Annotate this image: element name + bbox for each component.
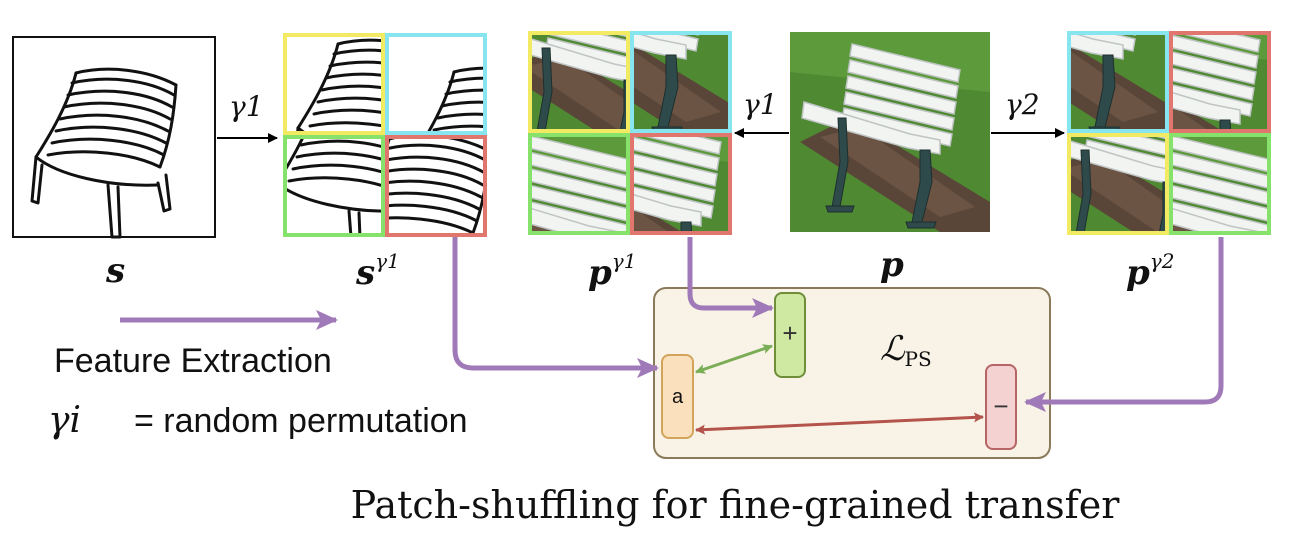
- shuffled-photo-1-tile-yellow: [528, 31, 630, 133]
- shuffled-photo-1-tile-red: [630, 133, 732, 235]
- shuffled-photo-2-tile-green: [1169, 133, 1271, 235]
- photo-label: p: [880, 245, 904, 285]
- shuffled-sketch-tile-red: [385, 135, 487, 237]
- legend-gamma-definition: = random permutation: [134, 402, 468, 440]
- negative-node: −: [985, 364, 1017, 450]
- arrow-gamma1-mid-label: γ1: [743, 88, 778, 121]
- shuffled-sketch-tile-yellow: [283, 33, 385, 135]
- negative-label: −: [993, 391, 1008, 421]
- shuffled-photo-2-tile-red: [1169, 31, 1271, 133]
- feature-arrow-anchor: [452, 237, 659, 378]
- shuffled-sketch-label: sγ1: [355, 249, 400, 293]
- shuffled-photo-2-tile-yellow: [1067, 133, 1169, 235]
- shuffled-photo-1-label: pγ1: [588, 249, 636, 293]
- shuffled-photo-2-tile-cyan: [1067, 31, 1169, 133]
- negative-link: [695, 412, 984, 435]
- positive-link: [695, 344, 773, 374]
- shuffled-photo-2-label: pγ2: [1126, 249, 1174, 293]
- shuffled-photo-2-grid: [1067, 31, 1271, 235]
- sketch-image: [12, 36, 216, 239]
- shuffled-sketch-grid: [283, 33, 487, 237]
- arrow-gamma2-label: γ2: [1005, 88, 1040, 121]
- shuffled-sketch-tile-green: [283, 135, 385, 237]
- positive-node: +: [774, 292, 806, 378]
- shuffled-photo-1-tile-green: [528, 133, 630, 235]
- feature-arrow-positive: [687, 237, 774, 318]
- sketch-label: s: [105, 251, 125, 291]
- anchor-label: a: [672, 386, 684, 408]
- anchor-node: a: [661, 354, 694, 439]
- loss-title: ℒPS: [880, 329, 932, 371]
- positive-label: +: [782, 318, 797, 348]
- legend-feature-extraction: Feature Extraction: [54, 342, 332, 380]
- photo-image: [789, 32, 991, 232]
- legend-gamma-symbol: γi: [48, 400, 81, 441]
- feature-arrow-negative: [1024, 237, 1224, 412]
- shuffled-photo-1-grid: [528, 31, 732, 235]
- arrow-gamma1-left-label: γ1: [229, 90, 264, 123]
- figure-caption: Patch-shuffling for fine-grained transfe…: [351, 483, 1121, 527]
- shuffled-photo-1-tile-cyan: [630, 31, 732, 133]
- shuffled-sketch-tile-cyan: [385, 33, 487, 135]
